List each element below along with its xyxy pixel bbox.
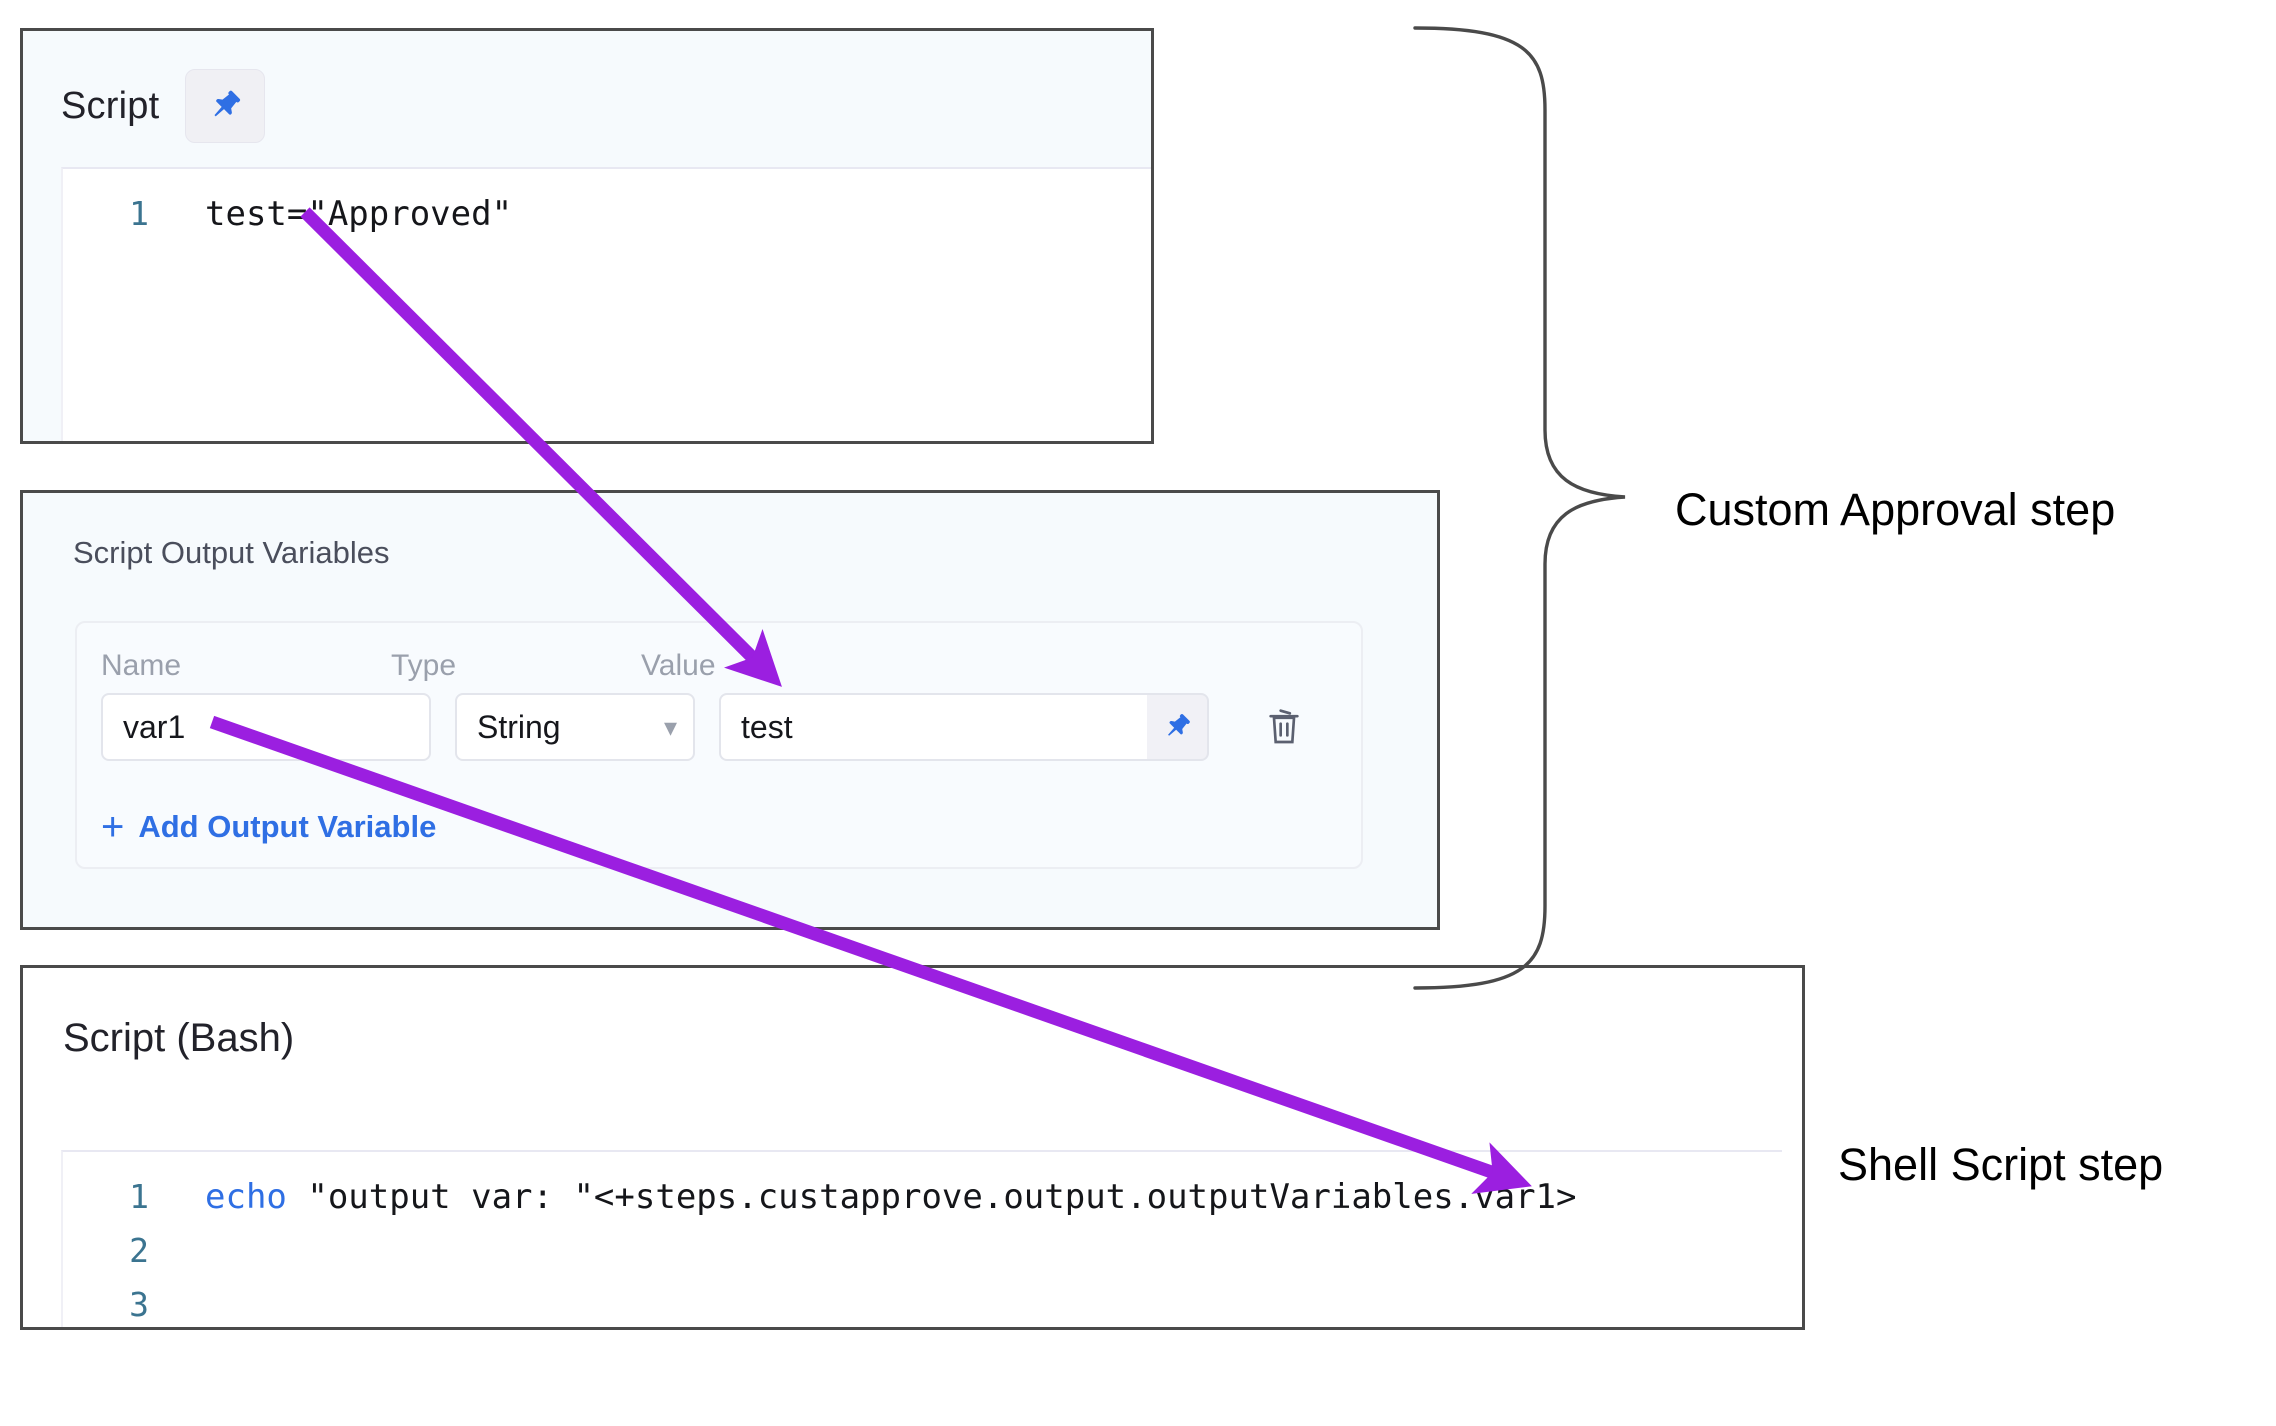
code-keyword: echo (205, 1177, 287, 1217)
curly-brace-custom-approval (1413, 26, 1626, 990)
script-panel-header: Script (23, 31, 1151, 143)
output-variables-title: Script Output Variables (73, 535, 390, 570)
column-header-name: Name (101, 649, 182, 682)
plus-icon: + (101, 805, 125, 849)
trash-icon[interactable] (1257, 697, 1311, 757)
variable-type-value: String (477, 708, 561, 745)
code-line: 2 (63, 1224, 1782, 1278)
pushpin-glyph (1168, 713, 1190, 736)
code-line: 1 test="Approved" (63, 169, 1151, 241)
output-variables-card: Name Type Value var1 String ▾ test (75, 621, 1363, 869)
column-header-type: Type (391, 649, 457, 682)
annotation-custom-approval-step: Custom Approval step (1675, 484, 2115, 535)
annotation-shell-script-step: Shell Script step (1838, 1139, 2163, 1190)
code-text: echo "output var: "<+steps.custapprove.o… (149, 1170, 1576, 1224)
variable-type-select[interactable]: String ▾ (455, 693, 695, 761)
line-number: 3 (129, 1285, 149, 1324)
bash-code-editor[interactable]: 1 echo "output var: "<+steps.custapprove… (61, 1150, 1782, 1327)
chevron-down-icon: ▾ (663, 712, 677, 742)
variable-value-input[interactable]: test (719, 693, 1147, 761)
bash-script-panel: Script (Bash) 1 echo "output var: "<+ste… (20, 965, 1805, 1330)
code-rest: "output var: "<+steps.custapprove.output… (286, 1177, 1577, 1217)
script-panel: Script 1 test="Approved" (20, 28, 1154, 444)
output-variable-row: var1 String ▾ test (77, 683, 1361, 761)
output-variables-column-headers: Name Type Value (77, 623, 1361, 683)
variable-name-input[interactable]: var1 (101, 693, 431, 761)
code-line: 3 (63, 1278, 1782, 1332)
pushpin-glyph (214, 90, 241, 117)
code-line: 1 echo "output var: "<+steps.custapprove… (63, 1152, 1782, 1224)
code-text: test="Approved" (205, 194, 513, 234)
script-output-variables-panel: Script Output Variables Name Type Value … (20, 490, 1440, 930)
add-output-variable-label: Add Output Variable (138, 809, 437, 844)
trash-glyph (1269, 709, 1299, 744)
variable-value-group: test (719, 693, 1209, 761)
line-number: 2 (129, 1231, 149, 1270)
pushpin-icon[interactable] (1147, 693, 1209, 761)
bash-panel-title: Script (Bash) (63, 1016, 295, 1060)
script-panel-title: Script (61, 84, 160, 127)
add-output-variable-button[interactable]: + Add Output Variable (101, 805, 437, 849)
column-header-value: Value (641, 649, 716, 682)
script-code-editor[interactable]: 1 test="Approved" (61, 167, 1151, 441)
line-number: 1 (129, 1177, 149, 1216)
line-number: 1 (129, 194, 149, 233)
pushpin-icon[interactable] (185, 69, 266, 143)
